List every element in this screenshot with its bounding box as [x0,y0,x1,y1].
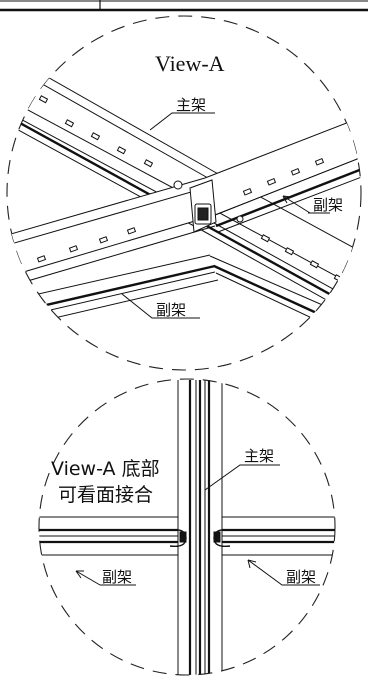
top-detail-circle [6,15,362,371]
bottom-main-runner-label: 主架 [244,447,274,465]
bottom-detail-circle [38,378,336,676]
bottom-cross-runners [39,516,335,556]
junction-clip [173,179,244,233]
bottom-leaders [75,464,320,586]
top-sub-runner-right-label: 副架 [313,196,343,214]
top-sub-runner-bottom-label: 副架 [156,301,186,319]
bottom-sub-runner-left-label: 副架 [102,568,132,586]
cross-tee [7,109,361,293]
bottom-sub-runner-right-label: 副架 [286,568,316,586]
top-main-runner-label: 主架 [176,96,206,114]
top-leaders [121,112,330,319]
top-grid-assembly [7,49,361,351]
bottom-view-title-line1: View-A 底部 [51,458,160,480]
top-frame-line [0,0,368,12]
bottom-main-runner [177,380,223,675]
bottom-grid-assembly [39,380,335,675]
top-view-title: View-A [155,51,225,76]
bottom-view-title-line2: 可看面接合 [58,484,153,506]
